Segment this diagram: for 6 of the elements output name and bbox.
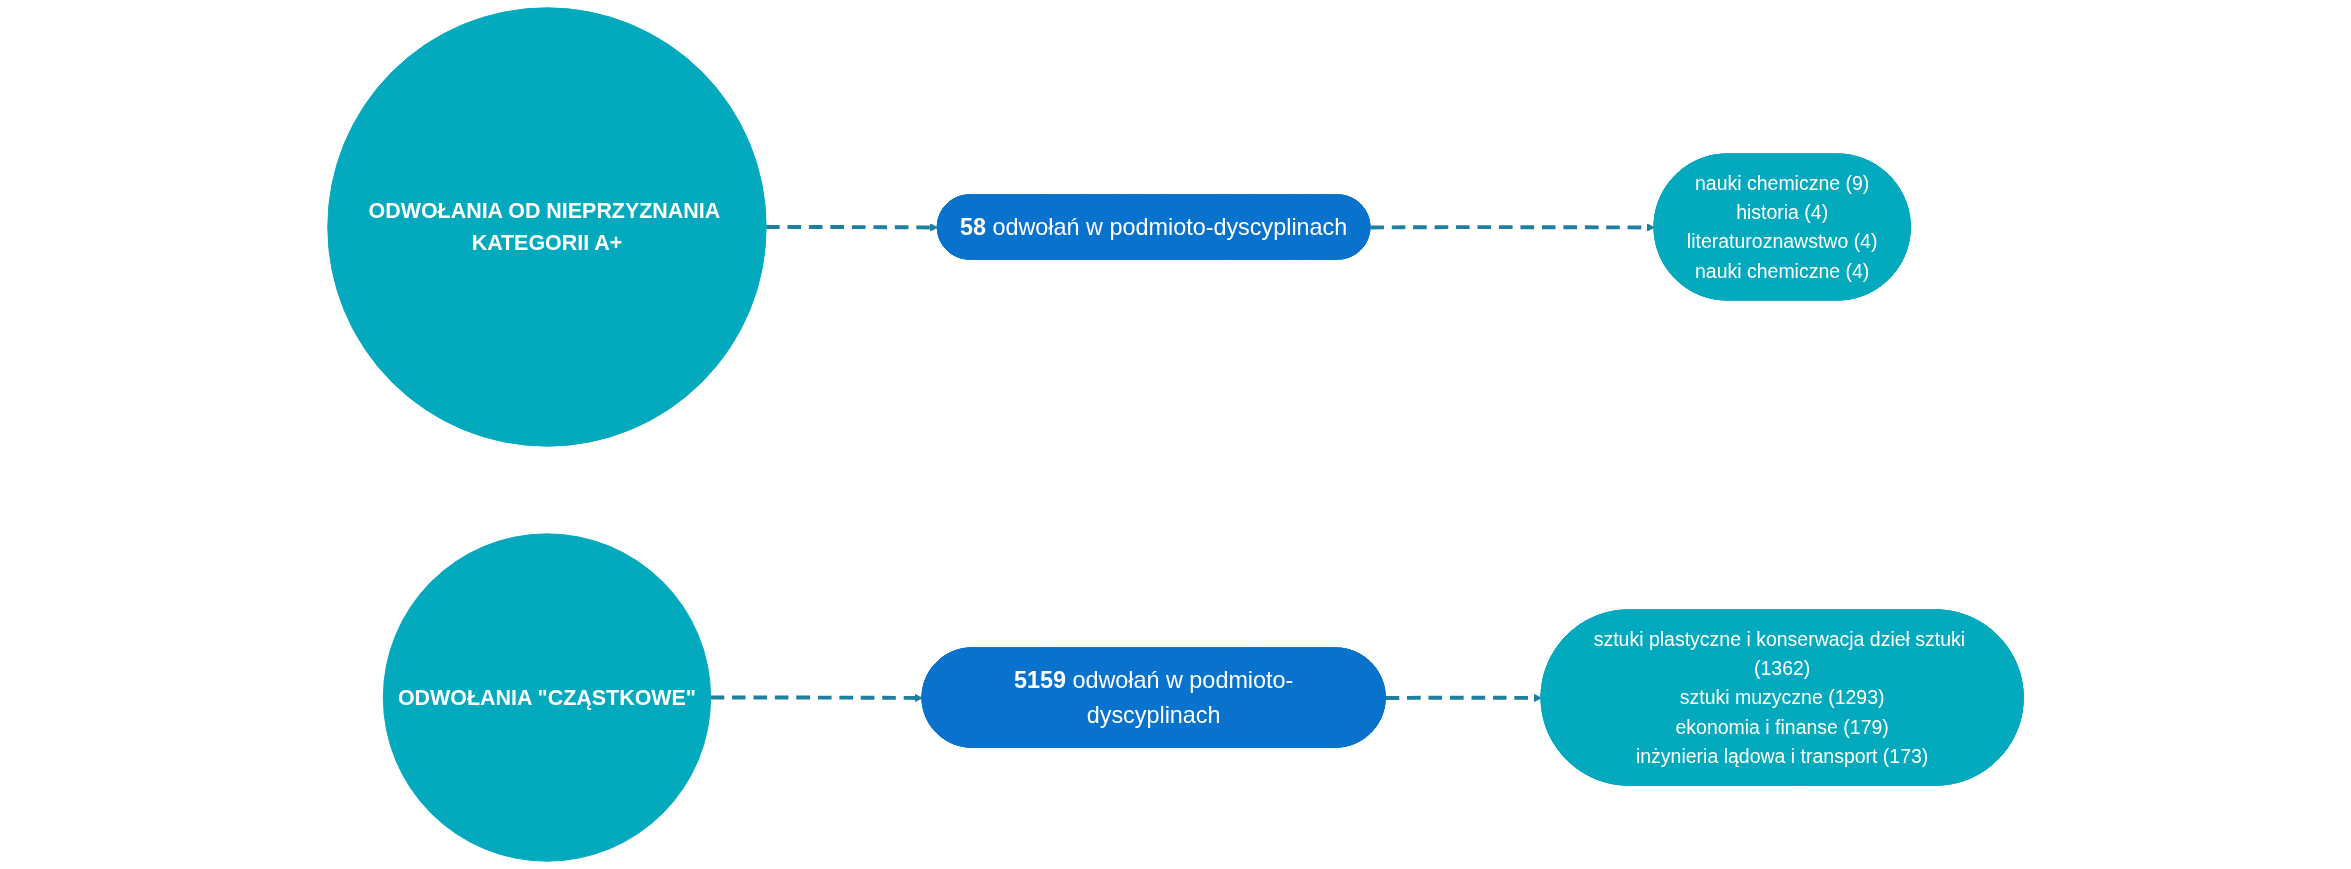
arrow — [1385, 693, 1542, 703]
arrow — [766, 223, 939, 232]
arrow — [710, 693, 923, 703]
arrow — [1370, 223, 1655, 232]
node-circle: ODWOŁANIA "CZĄSTKOWE" — [382, 533, 712, 862]
node-circle: ODWOŁANIA OD NIEPRZYZNANIA KATEGORII A+ — [327, 7, 767, 447]
